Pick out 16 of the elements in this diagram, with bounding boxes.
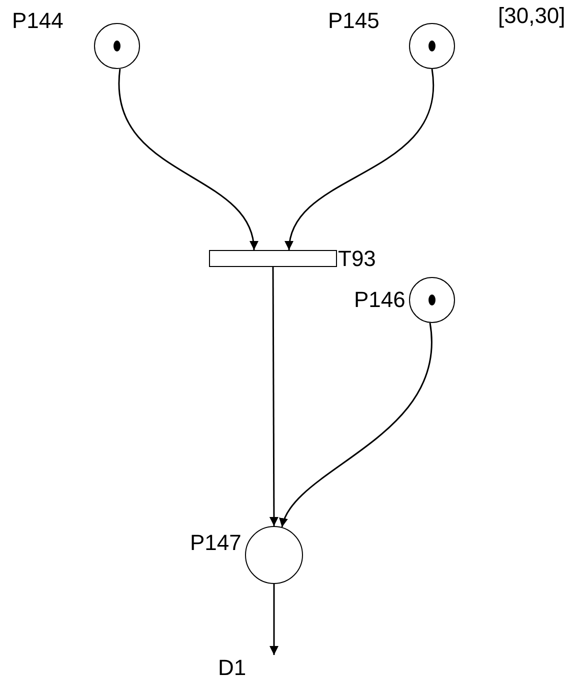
time-interval-label: [30,30] bbox=[498, 5, 566, 27]
output-label: D1 bbox=[218, 657, 246, 679]
arrow bbox=[280, 322, 432, 528]
place-circle bbox=[94, 23, 140, 69]
place-label: P146 bbox=[354, 289, 406, 311]
arrow bbox=[270, 584, 278, 655]
transition-bar bbox=[209, 250, 337, 267]
arrow bbox=[269, 267, 278, 526]
transition-label: T93 bbox=[338, 248, 376, 270]
place-label: P145 bbox=[328, 10, 380, 32]
arrow bbox=[118, 68, 258, 250]
place-label: P147 bbox=[190, 532, 242, 554]
place-label: P144 bbox=[12, 10, 64, 32]
arrow bbox=[286, 68, 434, 250]
place-circle bbox=[409, 23, 455, 69]
place-circle bbox=[409, 277, 455, 323]
